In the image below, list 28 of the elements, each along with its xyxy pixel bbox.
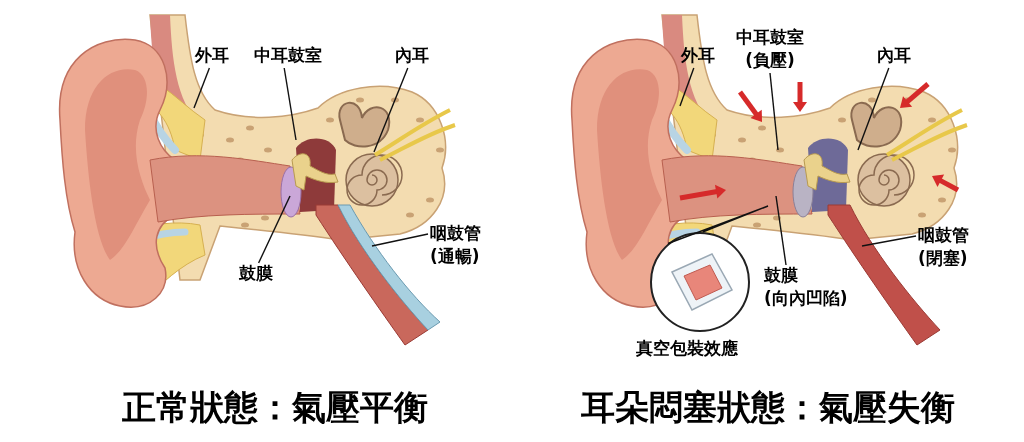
part-label: 咽鼓管 [430,222,481,245]
leader-line [283,67,297,141]
part-label: 外耳 [195,44,229,67]
leader-line [861,235,917,247]
part-label: (向內凹陷) [764,287,848,310]
leader-line [769,72,779,151]
part-label: 中耳鼓室 [254,44,322,67]
part-label: 鼓膜 [764,264,798,287]
part-label: 中耳鼓室 [736,26,804,49]
part-label: (通暢) [430,245,480,268]
part-label: 內耳 [395,44,429,67]
leader-line [257,195,291,264]
inset-caption: 真空包裝效應 [636,337,738,360]
part-label: 鼓膜 [239,262,273,285]
panel-caption: 正常狀態：氣壓平衡 [121,386,429,429]
leader-line [857,67,890,151]
leader-line [373,67,409,153]
leader-line [371,233,429,247]
leader-line [679,67,695,107]
part-label: 咽鼓管 [918,224,969,247]
leader-line [775,195,787,266]
part-label: 外耳 [681,44,715,67]
part-label: (負壓) [745,49,795,72]
panel-caption: 耳朵悶塞狀態：氣壓失衡 [580,386,956,429]
part-label: 內耳 [877,44,911,67]
leader-line [193,67,211,109]
callout-lines [667,205,769,245]
part-label: (閉塞) [918,247,968,270]
